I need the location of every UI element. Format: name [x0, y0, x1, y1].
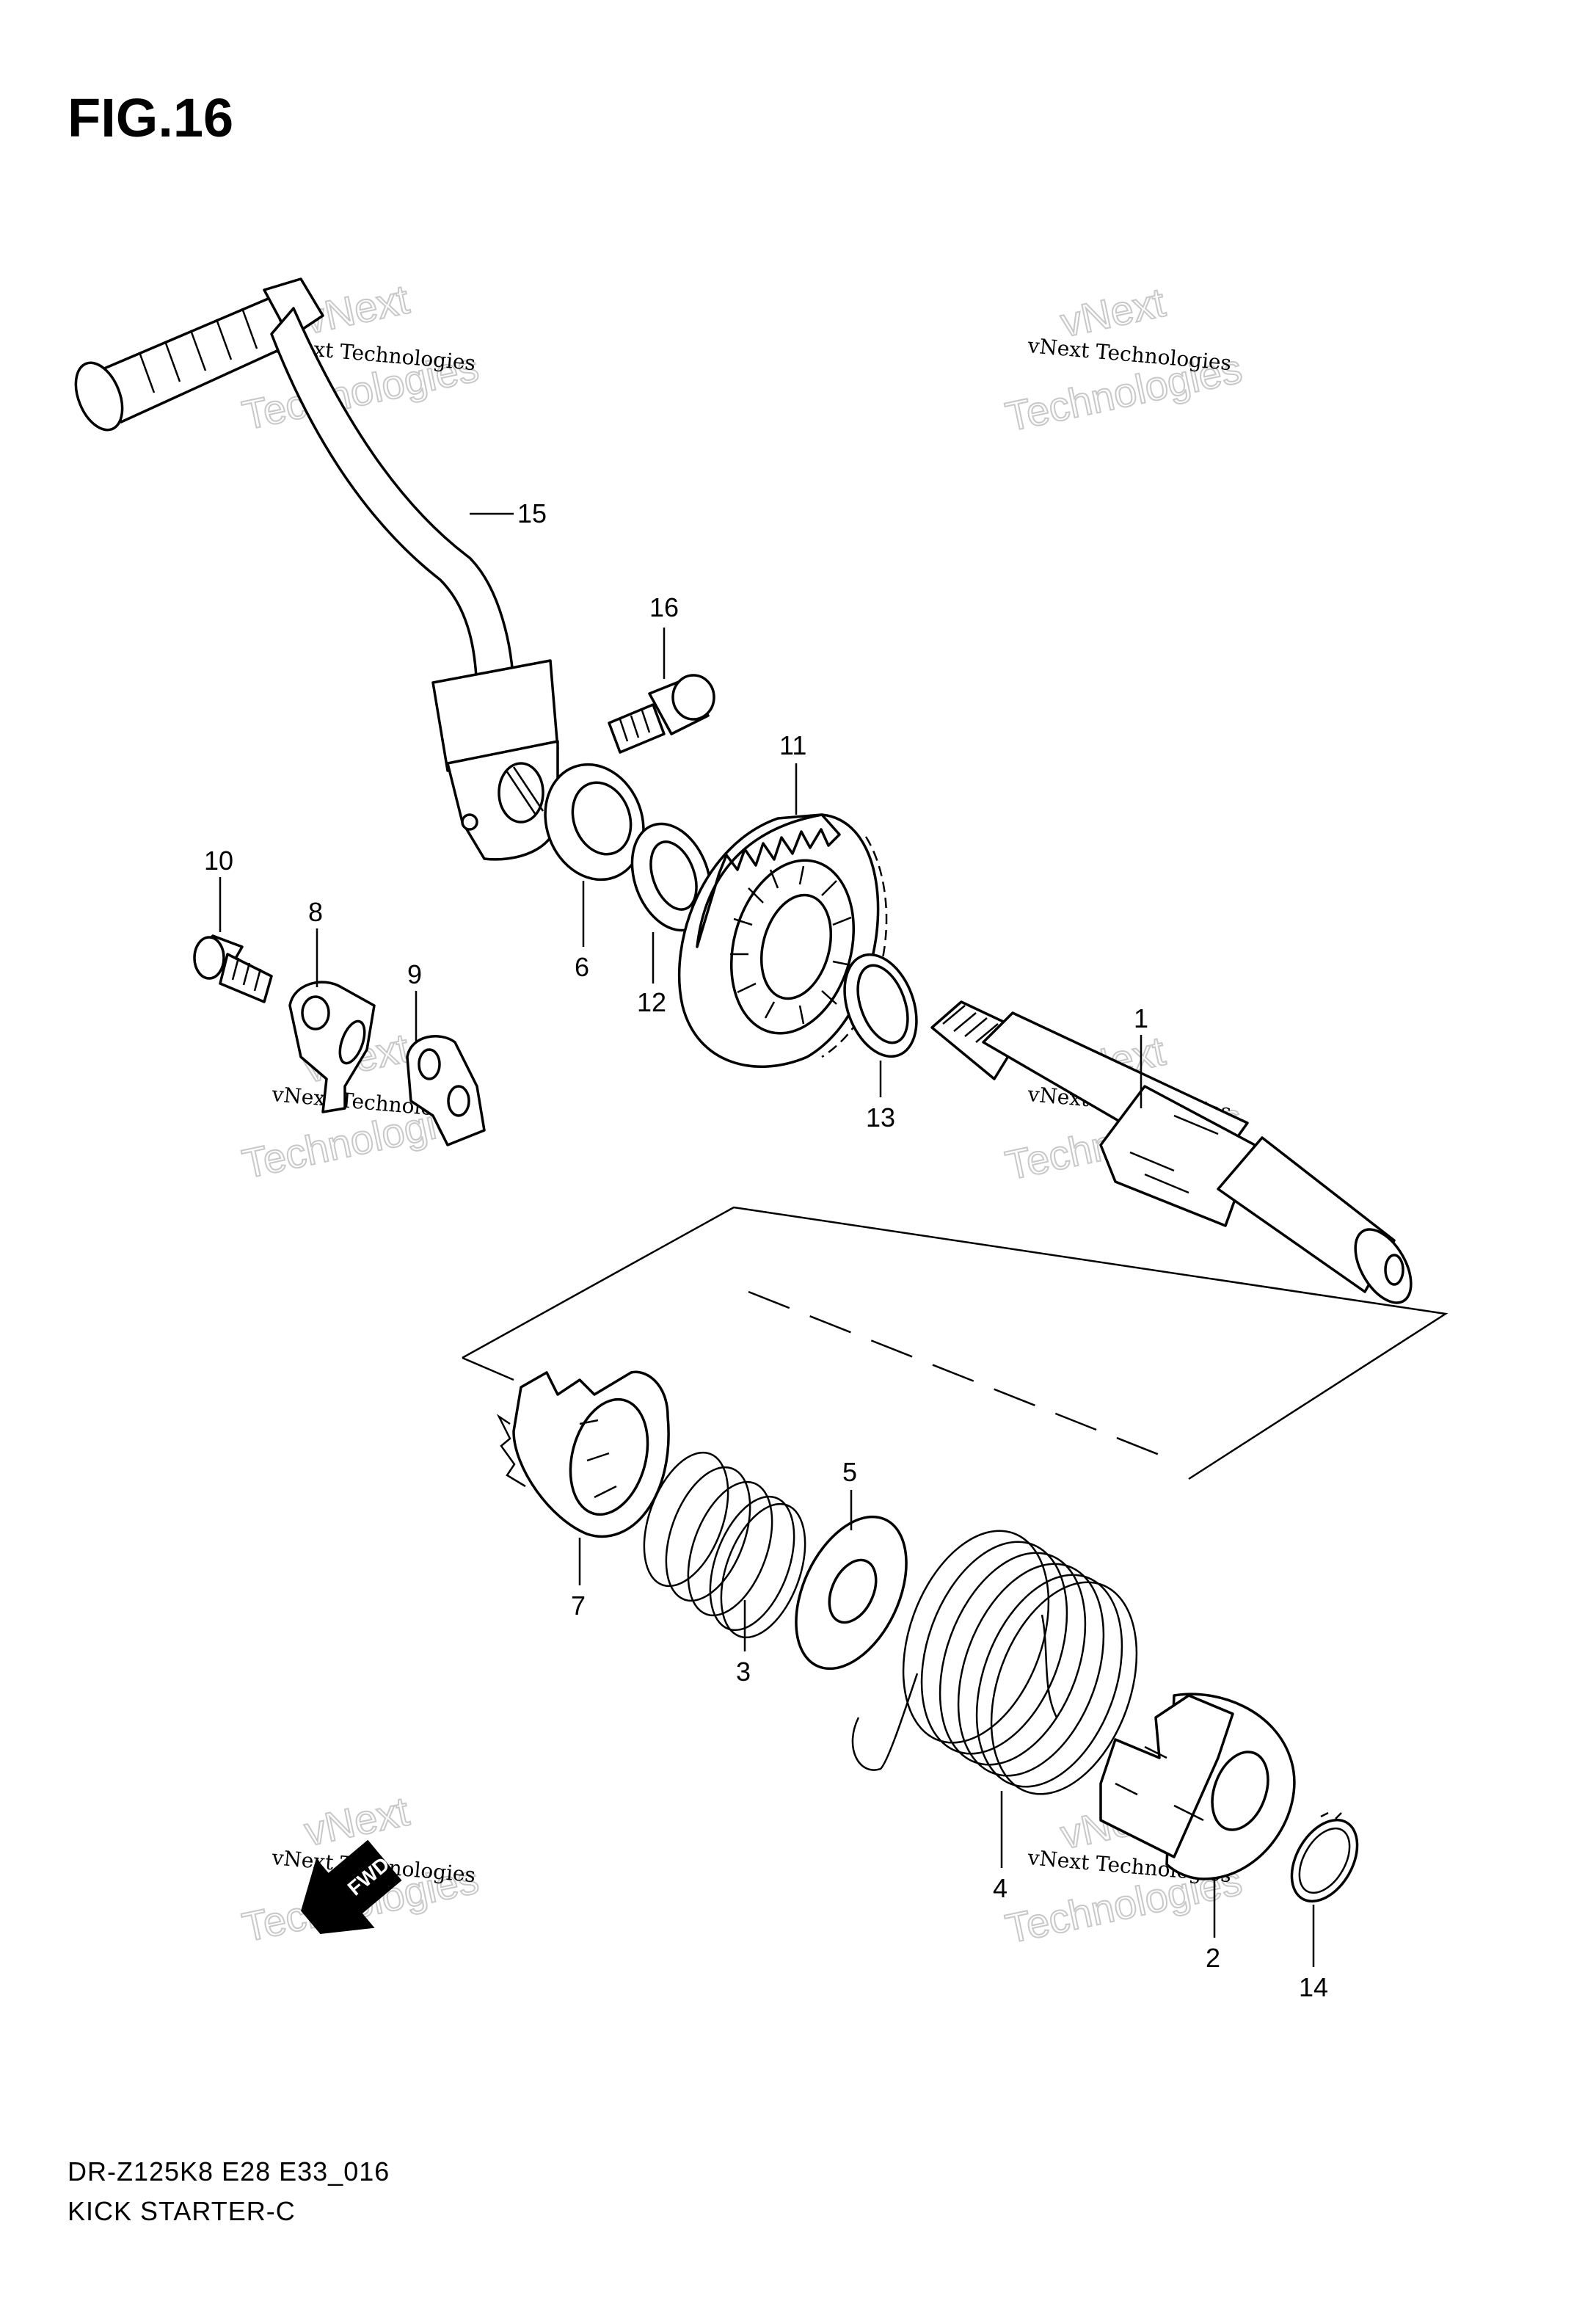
stopper: [406, 1035, 486, 1146]
callout-4: 4: [993, 1873, 1007, 1903]
kick-ratchet-gear: [496, 1370, 670, 1538]
callout-12: 12: [637, 987, 666, 1017]
assembly-centerline: [748, 1290, 1175, 1462]
callout-10: 10: [204, 846, 233, 876]
callout-5: 5: [842, 1457, 857, 1487]
svg-text:vNext: vNext: [300, 1788, 413, 1855]
return-spring: [851, 1530, 1138, 1795]
assembly-outline: [462, 1206, 1449, 1480]
shaft-bolt: [193, 934, 273, 1003]
callout-3: 3: [736, 1657, 751, 1687]
ratchet-spring: [643, 1451, 806, 1639]
callout-7: 7: [571, 1591, 586, 1621]
callout-15: 15: [517, 498, 547, 528]
washer-12: [630, 822, 713, 932]
fwd-arrow-icon: FWD: [301, 1839, 402, 1934]
kick-drive-gear: [677, 813, 888, 1068]
kick-starter-shaft: [930, 1000, 1413, 1304]
callout-2: 2: [1206, 1943, 1220, 1973]
spring-guide: [1099, 1693, 1296, 1880]
lever-bolt: [608, 674, 715, 754]
svg-text:vNext: vNext: [1057, 279, 1170, 346]
footer-section-name: KICK STARTER-C: [68, 2196, 296, 2226]
callout-14: 14: [1299, 1972, 1328, 2002]
callout-11: 11: [779, 730, 806, 760]
guide-plate: [288, 981, 376, 1113]
callout-8: 8: [308, 897, 323, 927]
fig-title: FIG.16: [68, 87, 234, 148]
callout-1: 1: [1134, 1003, 1148, 1033]
washer-13: [843, 953, 918, 1058]
callout-9: 9: [407, 959, 422, 989]
footer-model-code: DR-Z125K8 E28 E33_016: [68, 2156, 390, 2186]
oil-seal: [544, 763, 645, 881]
callout-13: 13: [866, 1102, 895, 1133]
callout-6: 6: [575, 952, 589, 982]
kick-lever: [74, 277, 559, 861]
circlip: [1290, 1811, 1359, 1903]
callout-16: 16: [649, 592, 679, 622]
washer-5: [795, 1515, 908, 1671]
